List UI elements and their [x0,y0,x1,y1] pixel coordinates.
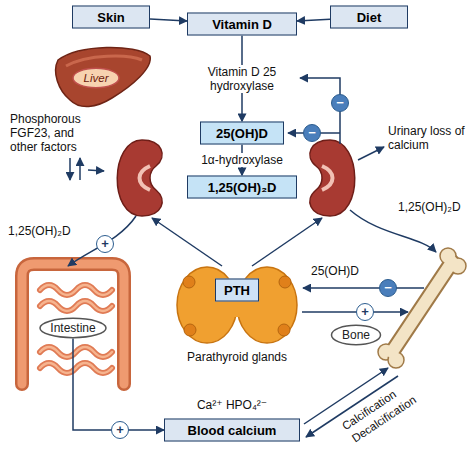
calcitriol-bone-arrow [350,210,436,252]
organ-label: Intestine [39,318,106,339]
source-box: Skin [72,6,150,29]
oval-outline [331,325,380,344]
inhibition-sign: − [303,124,321,142]
pth-kidney-arrow [252,218,322,266]
vitamin-box: Vitamin D [187,13,297,36]
organ-label: Liver [73,68,120,89]
feedback-arrow [300,78,340,144]
gland-label: Parathyroid glands [187,350,287,364]
enzyme-label: 1α-hydroxylase [199,153,285,167]
node-text: Blood calcium [173,423,291,438]
arrow-connector [297,19,330,21]
metabolite-box: 25(OH)D [200,122,284,145]
stimulation-arrow [302,311,408,313]
factor-note: Phosphorous FGF23, and other factors [10,112,98,154]
hormone-box: PTH [215,279,259,302]
node-text: PTH [224,283,250,298]
result-box: Blood calcium [164,419,300,442]
ion-label: Ca²⁺ HPO₄²⁻ [197,398,267,412]
calcitriol-intestine-arrow [68,216,136,266]
excretion-note: Urinary loss of calcium [388,124,468,152]
oval-outline [40,318,106,337]
liver-organ [56,47,151,106]
decalcification-line [306,376,398,437]
stimulation-sign: + [111,421,129,439]
kidney-pelvis [322,166,333,190]
oval-outline [73,68,119,87]
metabolite-box: 1,25(OH)₂D [187,176,297,199]
node-text: Diet [339,10,399,25]
kidney-shape [117,140,162,216]
stimulation-sign: + [96,235,114,253]
inhibition-sign: − [331,94,349,112]
urinary-arrow [358,147,384,160]
bone-shaft [392,262,452,352]
factor-arrow [88,170,104,171]
node-text: Vitamin D [196,17,288,32]
decrease-arrow [69,158,71,180]
small-intestine [40,285,112,373]
stimulation-sign: + [356,303,374,321]
arrow-connector [73,339,164,431]
inhibition-arrow [303,287,424,289]
node-text: 25(OH)D [209,126,275,141]
inhibition-sign: − [379,279,397,297]
enzyme-label: Vitamin D 25 hydroxylase [198,65,286,93]
small-intestine-inner [40,285,112,373]
node-text: Skin [81,10,141,25]
metabolite-label: 1,25(OH)₂D [8,224,71,238]
node-text: Intestine [50,321,95,336]
node-text: Bone [342,328,370,343]
kidney-right [310,140,355,216]
kidney-left [117,140,162,216]
arrow-connector [150,19,187,21]
kidney-pelvis [140,166,151,190]
organ-label: Bone [331,325,381,346]
bone-shaft-inner [392,262,452,352]
node-text: Liver [84,71,109,86]
pth-kidney-arrow [152,218,222,266]
liver-highlight [66,56,142,66]
gland-nodule [278,324,290,336]
gland-nodule [279,276,291,288]
node-text: 1,25(OH)₂D [196,180,288,195]
pathway-arrows [68,78,436,437]
gland-nodule [183,276,195,288]
metabolite-label: 1,25(OH)₂D [398,200,461,214]
gland-nodule [184,324,196,336]
increase-arrow [79,158,81,180]
kidney-shape [310,140,355,216]
metabolite-label: 25(OH)D [311,264,359,278]
source-box: Diet [330,6,408,29]
